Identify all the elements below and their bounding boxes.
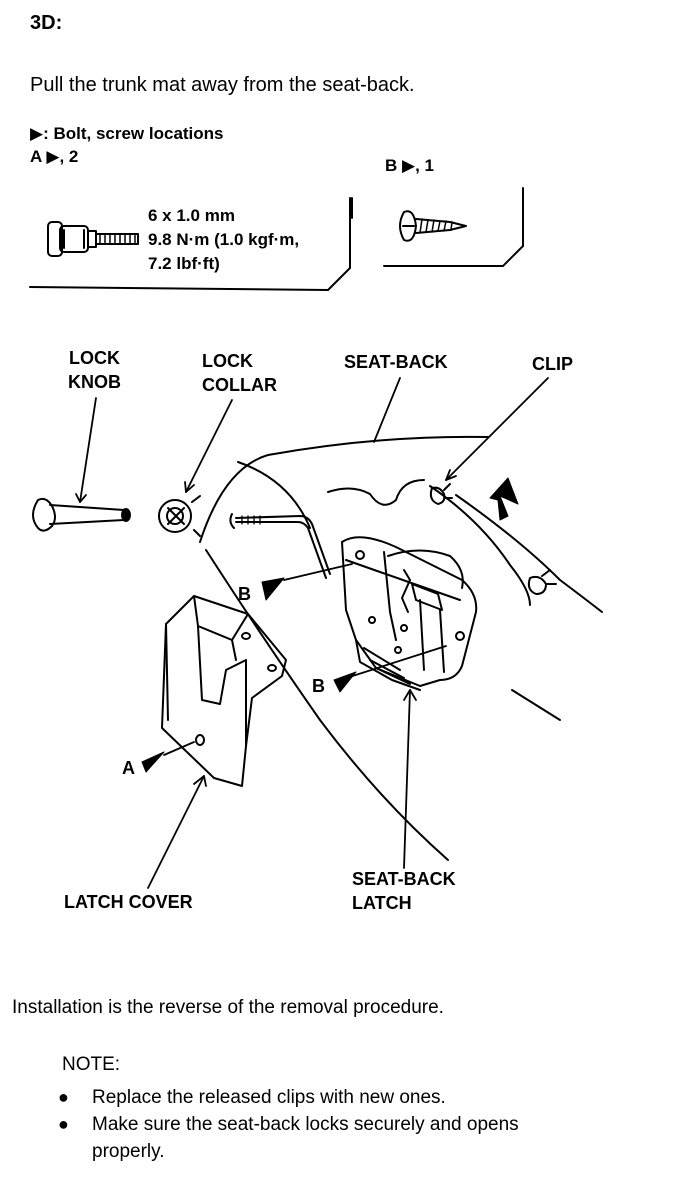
up-arrow-icon: [489, 477, 519, 521]
bolt-spec: 6 x 1.0 mm 9.8 N·m (1.0 kgf·m, 7.2 lbf·f…: [148, 204, 299, 276]
note-item-text: Make sure the seat-back locks securely a…: [92, 1111, 519, 1165]
group-a-label: A ▶, 2: [30, 147, 79, 166]
bolt-spec-size: 6 x 1.0 mm: [148, 206, 235, 225]
callout-lock-collar-line2: COLLAR: [202, 375, 277, 395]
callout-seat-back-latch: SEAT-BACK LATCH: [352, 867, 456, 915]
group-b-label: B ▶, 1: [385, 156, 434, 175]
note-list: ● Replace the released clips with new on…: [58, 1084, 519, 1165]
instruction-text: Pull the trunk mat away from the seat-ba…: [30, 74, 415, 96]
screw-icon: [399, 210, 467, 242]
note-item-text-line1: Make sure the seat-back locks securely a…: [92, 1114, 519, 1135]
seat-back-latch: [341, 536, 478, 691]
note-item: ● Make sure the seat-back locks securely…: [58, 1111, 519, 1165]
marker-a: A: [122, 758, 135, 778]
callout-lock-collar: LOCK COLLAR: [202, 349, 277, 397]
clip-icon: [429, 483, 557, 595]
callout-seat-back-latch-line1: SEAT-BACK: [352, 869, 456, 889]
location-markers: [141, 577, 357, 773]
callout-lock-knob: LOCK KNOB: [68, 346, 121, 394]
bullet-icon: ●: [58, 1087, 69, 1107]
lock-rod: [229, 513, 331, 579]
callout-lock-collar-line1: LOCK: [202, 351, 253, 371]
leader-lines: [75, 377, 549, 889]
callout-seat-back: SEAT-BACK: [344, 352, 448, 372]
lock-collar: [158, 495, 201, 537]
fastener-legend-title: ▶: Bolt, screw locations: [30, 124, 224, 143]
bolt-spec-torque: 9.8 N·m (1.0 kgf·m,: [148, 230, 300, 249]
lock-knob: [32, 497, 131, 532]
callout-seat-back-latch-line2: LATCH: [352, 893, 412, 913]
bolt-icon: [47, 221, 139, 257]
step-label: 3D:: [30, 12, 63, 34]
bullet-icon: ●: [58, 1114, 69, 1134]
callout-latch-cover: LATCH COVER: [64, 892, 193, 912]
callout-clip: CLIP: [532, 354, 574, 374]
callout-lock-knob-line1: LOCK: [69, 348, 120, 368]
screw-box: [351, 187, 524, 267]
bolt-spec-torque-imperial: 7.2 lbf·ft): [148, 254, 220, 273]
marker-b-upper: B: [238, 584, 251, 604]
marker-b-lower: B: [312, 676, 325, 696]
note-item-text: Replace the released clips with new ones…: [92, 1087, 446, 1108]
note-item: ● Replace the released clips with new on…: [58, 1084, 519, 1111]
latch-cover: [161, 595, 287, 787]
installation-text: Installation is the reverse of the remov…: [12, 997, 444, 1018]
note-item-text-line2: properly.: [92, 1141, 165, 1162]
callout-lock-knob-line2: KNOB: [68, 372, 121, 392]
note-heading: NOTE:: [62, 1054, 121, 1075]
bolt-box: [29, 197, 351, 291]
